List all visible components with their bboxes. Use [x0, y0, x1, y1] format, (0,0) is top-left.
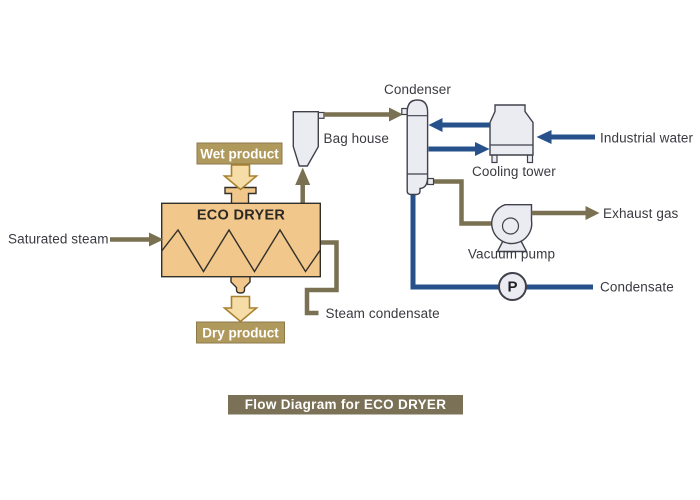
cooling-tower-label: Cooling tower — [472, 164, 556, 179]
cooling-tower-vessel — [489, 104, 534, 156]
condensate-label: Condensate — [600, 280, 674, 295]
condensate-pump-letter: P — [507, 279, 517, 296]
steam-condensate-label: Steam condensate — [326, 306, 440, 321]
condenser-to-coolingtower-arrowhead — [475, 142, 490, 156]
eco-dryer-outlet — [230, 276, 251, 294]
industrial-water-label: Industrial water — [600, 131, 694, 146]
wet-product-label: Wet product — [200, 147, 279, 162]
wet-product-arrow — [222, 164, 259, 191]
diagram-title-label: Flow Diagram for ECO DRYER — [245, 397, 447, 412]
saturated-steam-arrowhead — [149, 232, 164, 247]
condenser-label: Condenser — [384, 82, 451, 97]
condenser-vessel — [406, 99, 429, 196]
dry-product-label: Dry product — [202, 326, 279, 341]
wet-product-badge — [196, 142, 283, 165]
dry-product-badge — [196, 321, 285, 344]
baghouse-to-condenser-arrowhead — [389, 107, 403, 122]
vacuum-pump-hub — [501, 217, 520, 235]
eco-dryer-vessel — [160, 202, 322, 278]
bag-house-label: Bag house — [324, 131, 389, 146]
saturated-steam-label: Saturated steam — [8, 232, 109, 247]
cooling-tower-leg-left — [491, 154, 498, 164]
industrial-water-arrowhead — [536, 130, 552, 144]
exhaust-gas-arrowhead — [585, 206, 600, 220]
dry-product-arrow — [222, 295, 259, 323]
condensate-line — [410, 193, 593, 290]
condenser-to-vacuumpump-pipe — [433, 179, 492, 226]
condensate-pump-symbol — [498, 272, 527, 301]
diagram-title-bar — [228, 395, 463, 415]
exhaust-gas-label: Exhaust gas — [603, 206, 679, 221]
bag-house-nozzle — [317, 111, 325, 119]
vacuum-pump-label: Vacuum pump — [468, 247, 555, 262]
condenser-outlet-nozzle — [427, 177, 435, 186]
bag-house-vessel — [292, 110, 319, 167]
cooling-tower-leg-right — [526, 154, 534, 164]
eco-dryer-label: ECO DRYER — [197, 208, 286, 224]
condenser-inlet-nozzle — [401, 107, 408, 116]
dryer-to-baghouse-arrowhead — [295, 167, 311, 185]
steam-condensate-pipe — [304, 240, 339, 316]
coolingtower-to-condenser-arrowhead — [428, 118, 443, 132]
eco-dryer-screw-zigzag — [161, 228, 321, 273]
